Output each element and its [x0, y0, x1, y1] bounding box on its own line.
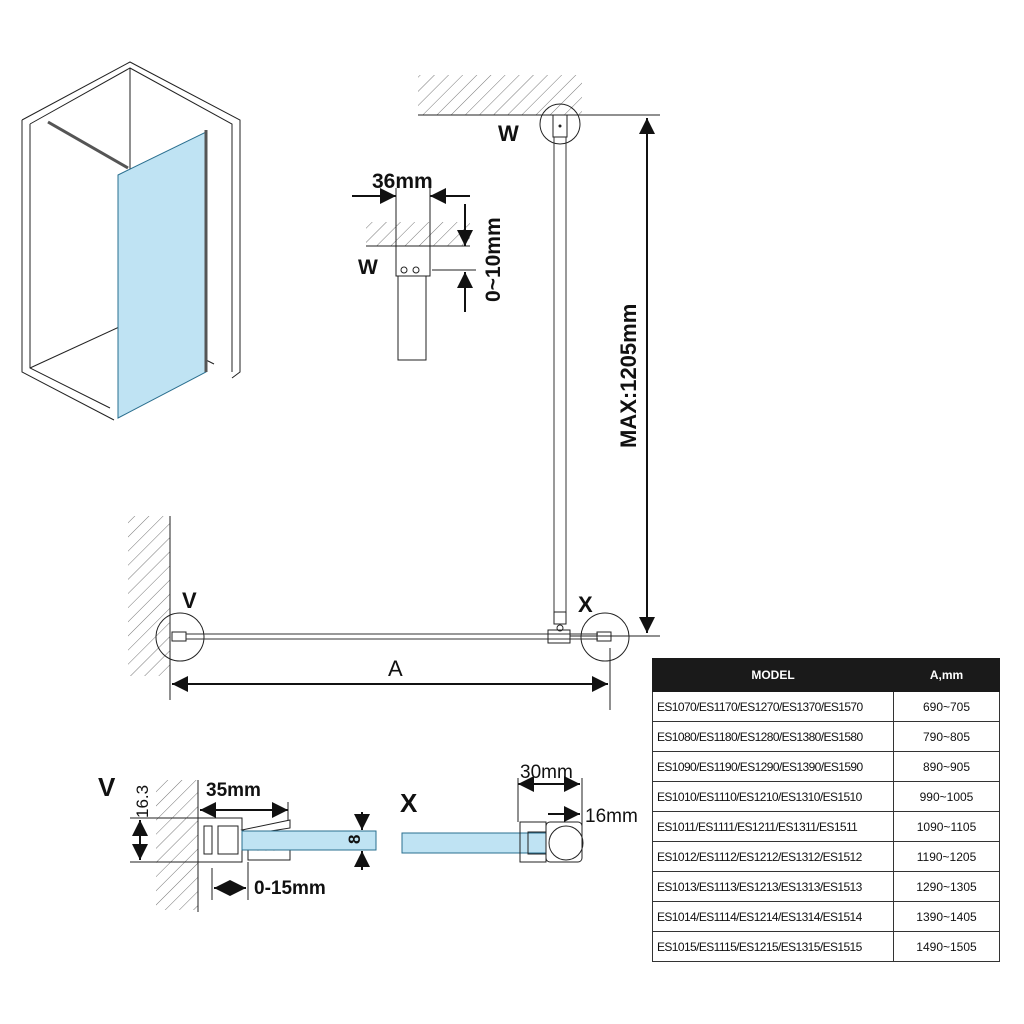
support-bar-plan	[553, 137, 567, 632]
label-w-width: 36mm	[372, 170, 433, 193]
label-x-detail: X	[400, 788, 418, 818]
a-cell: 790~805	[893, 721, 1000, 752]
a-cell: 690~705	[893, 691, 1000, 722]
model-cell: ES1012/ES1112/ES1212/ES1312/ES1512	[652, 841, 894, 872]
model-cell: ES1090/ES1190/ES1290/ES1390/ES1590	[652, 751, 894, 782]
a-cell: 990~1005	[893, 781, 1000, 812]
glass-panel-3d	[117, 131, 207, 419]
a-cell: 1190~1205	[893, 841, 1000, 872]
model-cell: ES1013/ES1113/ES1213/ES1313/ES1513	[652, 871, 894, 902]
label-max-height: MAX:1205mm	[616, 304, 641, 448]
a-cell: 1290~1305	[893, 871, 1000, 902]
model-cell: ES1014/ES1114/ES1214/ES1314/ES1514	[652, 901, 894, 932]
label-x-diameter: 16mm	[585, 806, 638, 827]
label-v-plan: V	[182, 588, 197, 613]
v-bracket-plan	[155, 612, 205, 662]
header-model: MODEL	[652, 658, 894, 692]
label-v-detail: V	[98, 772, 116, 802]
x-bracket-plan	[580, 612, 630, 662]
label-x-width: 30mm	[520, 762, 573, 783]
model-cell: ES1011/ES1111/ES1211/ES1311/ES1511	[652, 811, 894, 842]
a-dimension	[172, 648, 611, 710]
table-header-row: MODEL A,mm	[652, 658, 1000, 692]
top-wall	[418, 75, 650, 116]
model-cell: ES1015/ES1115/ES1215/ES1315/ES1515	[652, 931, 894, 962]
max-height-dimension	[570, 114, 660, 637]
glass-plan	[186, 629, 598, 644]
label-x-plan: X	[578, 592, 593, 617]
a-cell: 890~905	[893, 751, 1000, 782]
label-w-detail: W	[358, 256, 378, 279]
a-cell: 1390~1405	[893, 901, 1000, 932]
x-profile-detail	[401, 776, 584, 863]
v-profile-detail	[130, 780, 377, 912]
model-table: MODEL A,mm ES1070/ES1170/ES1270/ES1370/E…	[652, 658, 1000, 962]
left-wall	[128, 516, 171, 700]
label-v-glass: 8	[345, 835, 364, 844]
model-cell: ES1080/ES1180/ES1280/ES1380/ES1580	[652, 721, 894, 752]
w-detail	[352, 188, 476, 361]
label-v-height: 16.3	[133, 785, 152, 818]
label-a: A	[388, 656, 403, 681]
w-top-bracket	[539, 103, 581, 145]
model-cell: ES1010/ES1110/ES1210/ES1310/ES1510	[652, 781, 894, 812]
isometric-room-view	[21, 61, 241, 421]
model-cell: ES1070/ES1170/ES1270/ES1370/ES1570	[652, 691, 894, 722]
label-w-top: W	[498, 121, 519, 146]
header-a: A,mm	[893, 658, 1000, 692]
support-bar-3d	[47, 120, 129, 170]
label-v-adjust: 0-15mm	[254, 878, 326, 899]
a-cell: 1090~1105	[893, 811, 1000, 842]
label-v-width: 35mm	[206, 780, 261, 801]
a-cell: 1490~1505	[893, 931, 1000, 962]
label-w-adjust: 0~10mm	[482, 217, 505, 302]
